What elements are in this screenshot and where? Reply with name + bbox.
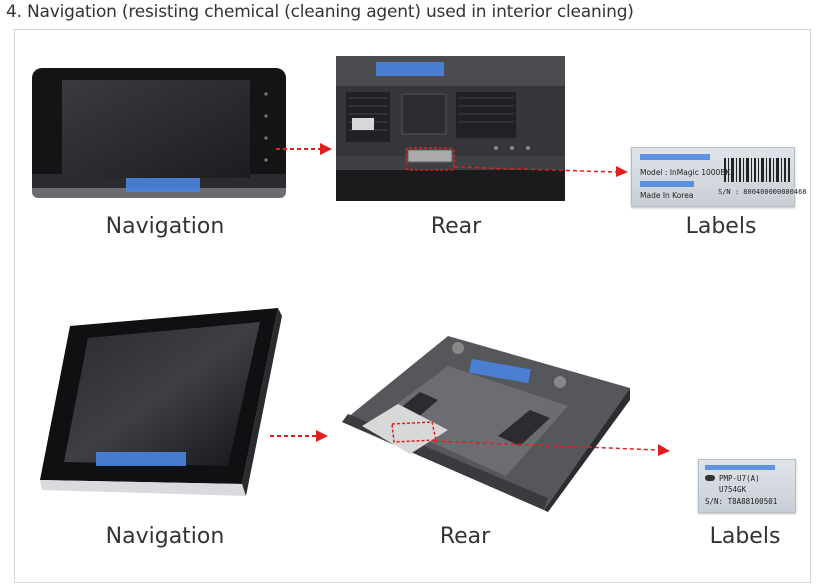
navigation-rear-angled-photo <box>338 326 634 512</box>
blue-redaction-bar <box>126 178 200 192</box>
navigation-rear-photo <box>336 56 565 201</box>
blue-redaction-bar <box>96 452 186 466</box>
blue-redaction-bar <box>376 62 444 76</box>
caption-rear: Rear <box>439 524 491 549</box>
dashed-red-arrow-icon <box>268 429 330 443</box>
label-model: Model : InMagic 1000BK <box>640 168 731 177</box>
blue-redaction-bar <box>640 154 710 160</box>
blue-redaction-bar <box>469 358 531 384</box>
dashed-red-arrow-icon <box>452 164 630 178</box>
blue-redaction-bar <box>640 181 694 187</box>
navigation-front-photo <box>28 64 292 204</box>
page-heading: 4. Navigation (resisting chemical (clean… <box>6 2 634 22</box>
label-serial: S/N : 800400000000468 <box>718 188 807 196</box>
label-code: U754GK <box>719 485 747 494</box>
label-made-in: Made In Korea <box>640 191 694 200</box>
product-label-1: Model : InMagic 1000BK Made In Korea S/N… <box>631 147 807 207</box>
label-serial: S/N: T8A88100501 <box>705 497 778 506</box>
navigation-angled-photo <box>32 302 292 498</box>
caption-labels: Labels <box>685 214 757 239</box>
product-label-2: PMP-U7(A) U754GK S/N: T8A88100501 <box>698 459 796 513</box>
caption-labels: Labels <box>709 524 781 549</box>
blue-redaction-bar <box>705 465 775 470</box>
dashed-red-arrow-icon <box>432 434 672 458</box>
caption-rear: Rear <box>430 214 482 239</box>
brand-logo-icon <box>705 475 715 481</box>
caption-navigation: Navigation <box>105 214 225 239</box>
dashed-red-arrow-icon <box>274 142 334 156</box>
barcode-icon <box>724 158 790 182</box>
label-model: PMP-U7(A) <box>719 474 760 483</box>
caption-navigation: Navigation <box>105 524 225 549</box>
